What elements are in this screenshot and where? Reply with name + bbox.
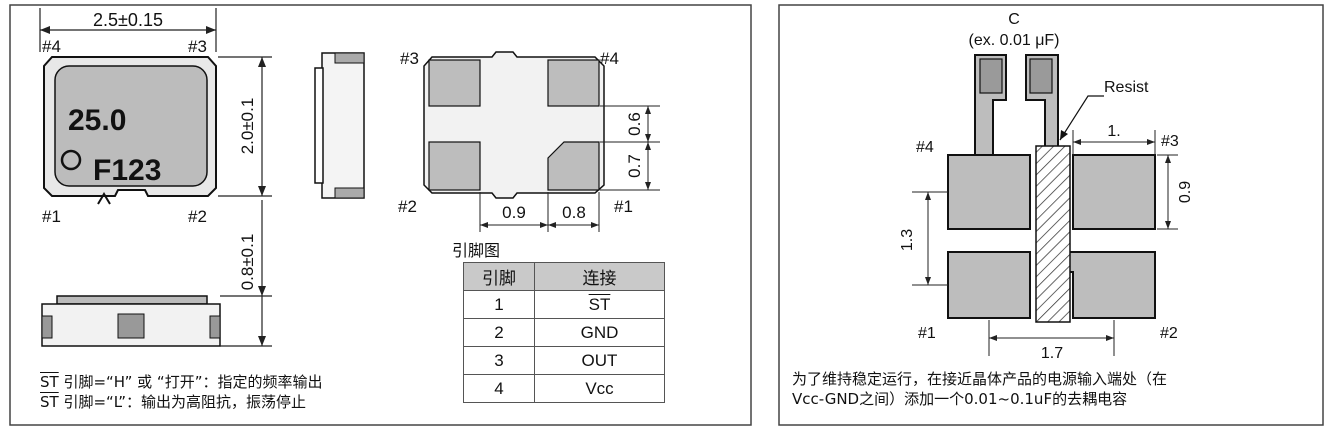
- bottom-pad-3: [428, 59, 481, 107]
- package-lid: [54, 65, 208, 187]
- pad-pin3-label: #3: [1161, 133, 1179, 150]
- dim-pad-w1-label: 0.9: [502, 203, 526, 222]
- pin-number: 2: [463, 318, 535, 347]
- right-panel-border: [778, 4, 1324, 426]
- dim-pad-h2-label: 0.7: [625, 154, 644, 178]
- bottom-pad-2: [428, 141, 481, 191]
- dim-pad-w2-label: 0.8: [562, 203, 586, 222]
- pin-table-header-pin: 引脚: [463, 262, 535, 291]
- note-decoupling-line2: Vcc-GND之间）添加一个0.01~0.1uF的去耦电容: [792, 390, 1128, 408]
- note-st-high-text: 引脚=“H” 或 “打开”：指定的频率输出: [58, 373, 323, 391]
- resist-strip: [1035, 145, 1071, 323]
- dim-pad-h-label: 0.9: [1177, 181, 1194, 203]
- pin-table-caption: 引脚图: [452, 241, 501, 260]
- resist-label: Resist: [1104, 79, 1149, 96]
- top-pin1-label: #1: [42, 207, 61, 226]
- dim-thickness-label: 0.8±0.1: [238, 234, 257, 291]
- pin-connection: Vcc: [534, 374, 665, 403]
- cap-pad-left: [979, 58, 1003, 94]
- bottom-pad-1: [547, 141, 600, 191]
- pad-pin2-label: #2: [1160, 325, 1178, 342]
- top-pin4-label: #4: [42, 37, 61, 56]
- st-signal-label: ST: [40, 373, 59, 391]
- bottom-pin1-label: #1: [614, 197, 633, 216]
- thickness-view: 0.8±0.1: [41, 200, 272, 347]
- dim-span-label: 1.7: [1041, 345, 1063, 362]
- land-pad-4: [947, 154, 1031, 230]
- table-row: 2 GND: [463, 318, 665, 347]
- pad-pin4-label: #4: [916, 139, 934, 156]
- dim-pitch-label: 1.3: [899, 229, 916, 251]
- note-st-low-text: 引脚=“L”：输出为高阻抗，振荡停止: [58, 393, 306, 411]
- bottom-pin3-label: #3: [400, 49, 419, 68]
- cap-pad-right: [1029, 58, 1053, 94]
- note-decoupling-line1: 为了维持稳定运行，在接近晶体产品的电源输入端处（在: [792, 370, 1168, 388]
- dim-width-label: 2.5±0.15: [93, 10, 163, 30]
- note-st-high: ST 引脚=“H” 或 “打开”：指定的频率输出: [40, 372, 322, 392]
- dim-pad-h1-label: 0.6: [625, 112, 644, 136]
- dim-height-label: 2.0±0.1: [238, 98, 257, 155]
- pin-table: 引脚 连接 1 ST 2 GND 3 OUT 4 Vcc: [463, 262, 665, 403]
- pin-number: 1: [463, 290, 535, 319]
- pin-connection: OUT: [534, 346, 665, 375]
- st-signal-label: ST: [40, 393, 59, 411]
- note-st-low: ST 引脚=“L”：输出为高阻抗，振荡停止: [40, 392, 306, 412]
- pin-connection: ST: [534, 290, 665, 319]
- land-pad-3: [1072, 154, 1156, 230]
- land-pad-1: [947, 251, 1031, 319]
- pin1-dot-icon: [60, 149, 82, 171]
- pad-pin1-label: #1: [918, 325, 936, 342]
- dim-gap-label: 1.: [1107, 123, 1120, 140]
- pin-table-header-conn: 连接: [534, 262, 665, 291]
- top-pin2-label: #2: [188, 207, 207, 226]
- pin-connection: GND: [534, 318, 665, 347]
- land-pattern: C (ex. 0.01 μF) Resist #4 #3 #1 #2 1.: [899, 11, 1194, 362]
- bottom-pad-4: [547, 59, 600, 107]
- bottom-view: #3 #4 #2 #1 0.6 0.7 0.9 0.8: [398, 49, 660, 232]
- pin1-caret-icon: [97, 192, 111, 205]
- top-view: 2.5±0.15 25.0 F123 #4 #3 #1 #2 2.0±0.1: [39, 8, 272, 226]
- table-row: 3 OUT: [463, 346, 665, 375]
- side-view: [314, 52, 365, 199]
- pin-number: 3: [463, 346, 535, 375]
- top-pin3-label: #3: [188, 37, 207, 56]
- bottom-pin4-label: #4: [600, 49, 619, 68]
- table-row: 1 ST: [463, 290, 665, 319]
- chip-marking-freq: 25.0: [68, 104, 126, 137]
- chip-marking-code: F123: [93, 154, 161, 187]
- bottom-pin2-label: #2: [398, 197, 417, 216]
- resist-leader: [1059, 95, 1104, 141]
- left-panel-border: [9, 4, 752, 426]
- table-row: 4 Vcc: [463, 374, 665, 403]
- pin-number: 4: [463, 374, 535, 403]
- cap-label: C: [1008, 11, 1020, 28]
- cap-example-label: (ex. 0.01 μF): [968, 32, 1059, 49]
